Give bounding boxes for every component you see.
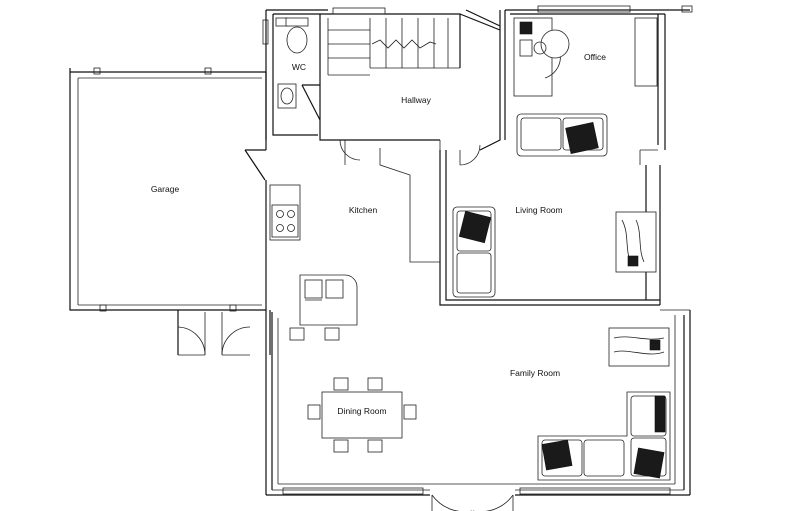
kitchen-counter <box>269 184 301 241</box>
dining-table <box>307 377 417 453</box>
hallway-walls <box>301 9 501 166</box>
room-label-office: Office <box>583 52 607 62</box>
kitchen-island <box>289 274 358 341</box>
living-room-walls <box>439 150 661 306</box>
room-label-living-room: Living Room <box>515 205 563 215</box>
living-room-sofa-top <box>516 113 608 157</box>
room-label-dining-room: Dining Room <box>337 406 387 416</box>
office-desk <box>513 17 561 97</box>
office-walls <box>504 5 693 165</box>
family-room-sideboard <box>608 327 670 367</box>
room-label-hallway: Hallway <box>401 95 431 105</box>
family-room-walls <box>265 309 691 496</box>
kitchen-walls <box>244 148 440 310</box>
garage-side-door <box>177 310 271 356</box>
toilet <box>285 17 309 54</box>
living-room-tv-unit <box>615 211 657 273</box>
living-room-sofa-left <box>452 206 496 298</box>
room-label-family-room: Family Room <box>509 368 561 378</box>
staircase <box>320 7 461 76</box>
office-chair <box>533 29 570 59</box>
room-label-garage: Garage <box>150 184 180 194</box>
office-shelf <box>634 17 658 87</box>
room-label-kitchen: Kitchen <box>348 205 378 215</box>
wc-basin <box>277 83 297 109</box>
room-label-wc: WC <box>291 62 307 72</box>
patio-doors <box>431 494 514 511</box>
family-room-corner-sofa <box>537 391 671 481</box>
